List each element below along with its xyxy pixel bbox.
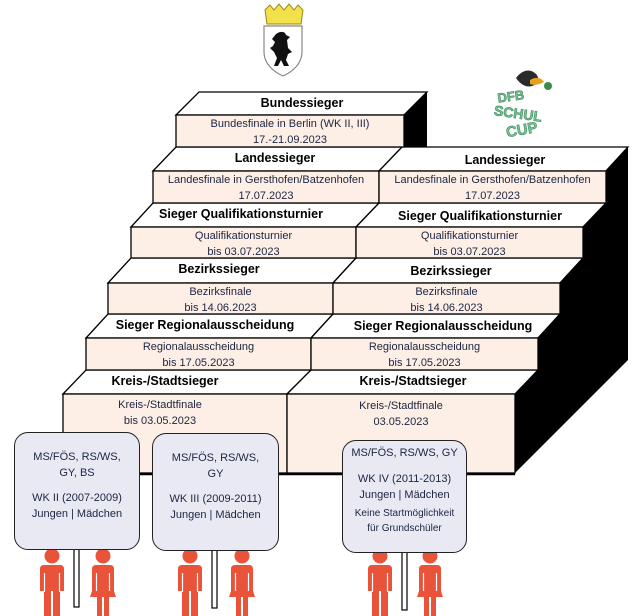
- step-text: Regionalausscheidung bis 17.05.2023: [311, 338, 538, 371]
- step-text: Regionalausscheidung bis 17.05.2023: [86, 338, 311, 371]
- sign-note: für Grundschüler: [367, 523, 442, 534]
- step-title: Sieger Regionalausscheidung: [115, 318, 295, 332]
- berlin-coat-of-arms-logo: [263, 3, 304, 77]
- step-line-1: Kreis-/Stadtfinale: [359, 400, 443, 412]
- step-text: Kreis-/Stadtfinale bis 03.05.2023: [48, 396, 272, 429]
- step-line-1: Landesfinale in Gersthofen/Batzenhofen: [394, 174, 591, 186]
- sign-schools: MS/FÖS, RS/WS,: [171, 452, 260, 464]
- boy-icon: [368, 548, 392, 616]
- step-title: Kreis-/Stadtsieger: [111, 374, 219, 388]
- step-line-2: bis 14.06.2023: [184, 302, 257, 314]
- sign-class: WK III (2009-2011): [169, 493, 262, 505]
- right-staircase-side: [515, 147, 628, 473]
- step-line-1: Qualifikationsturnier: [420, 230, 519, 242]
- step-line-1: Landesfinale in Gersthofen/Batzenhofen: [167, 174, 365, 186]
- sign-schools: MS/FÖS, RS/WS, GY: [351, 447, 458, 459]
- step-text: Qualifikationsturnier bis 03.07.2023: [356, 227, 583, 260]
- step-title: Kreis-/Stadtsieger: [359, 374, 467, 388]
- sign-schools: GY, BS: [59, 467, 95, 479]
- step-line-1: Regionalausscheidung: [142, 341, 255, 353]
- step-line-2: bis 03.05.2023: [123, 415, 197, 427]
- step-line-2: 17.-21.09.2023: [252, 134, 327, 146]
- step-title: Sieger Qualifikationsturnier: [398, 209, 562, 223]
- girl-icon: [417, 548, 443, 616]
- step-text: Bundesfinale in Berlin (WK II, III) 17.-2…: [176, 115, 404, 148]
- step-text: Bezirksfinale bis 14.06.2023: [333, 283, 560, 316]
- step-line-2: 17.07.2023: [238, 190, 294, 202]
- svg-text:DFB: DFB: [497, 87, 526, 106]
- step-line-1: Bezirksfinale: [415, 286, 478, 298]
- step-title: Landessieger: [464, 153, 546, 167]
- step-line-2: 17.07.2023: [464, 190, 521, 202]
- sign-wk-iv: MS/FÖS, RS/WS, GY WK IV (2011-2013) Jung…: [342, 440, 467, 553]
- step-line-2: bis 17.05.2023: [388, 357, 461, 369]
- step-line-1: Kreis-/Stadtfinale: [118, 399, 202, 411]
- sign-schools: GY: [207, 468, 224, 480]
- sign-class: WK II (2007-2009): [32, 492, 122, 504]
- step-text: Qualifikationsturnier bis 03.07.2023: [131, 227, 356, 260]
- boy-icon: [40, 548, 64, 616]
- step-text: Kreis-/Stadtfinale 03.05.2023: [287, 397, 515, 430]
- sign-note: Keine Startmöglichkeit: [354, 508, 455, 519]
- step-title: Bezirkssieger: [410, 264, 492, 278]
- sign-wk-ii: MS/FÖS, RS/WS, GY, BS WK II (2007-2009) …: [14, 432, 140, 550]
- girl-icon: [90, 548, 116, 616]
- step-line-2: bis 03.07.2023: [433, 246, 506, 258]
- sign-class: WK IV (2011-2013): [357, 473, 452, 485]
- step-line-1: Regionalausscheidung: [368, 341, 481, 353]
- sign-gender: Jungen | Mädchen: [170, 509, 261, 521]
- step-title: Landessieger: [234, 151, 316, 165]
- step-line-2: bis 17.05.2023: [162, 357, 235, 369]
- sign-gender: Jungen | Mädchen: [359, 489, 450, 501]
- step-line-2: bis 03.07.2023: [207, 246, 280, 258]
- sign-wk-iii: MS/FÖS, RS/WS, GY WK III (2009-2011) Jun…: [152, 433, 279, 551]
- svg-text:CUP: CUP: [505, 119, 539, 141]
- bundes-step-side: [404, 92, 427, 147]
- step-title: Sieger Regionalausscheidung: [353, 319, 533, 333]
- step-line-1: Qualifikationsturnier: [194, 230, 293, 242]
- step-title: Bundessieger: [260, 96, 344, 110]
- svg-text:SCHUL: SCHUL: [493, 102, 543, 125]
- step-line-1: Bezirksfinale: [189, 286, 252, 298]
- sign-schools: MS/FÖS, RS/WS,: [33, 451, 121, 463]
- step-line-2: bis 14.06.2023: [410, 302, 483, 314]
- step-text: Landesfinale in Gersthofen/Batzenhofen 17…: [153, 171, 379, 204]
- girl-icon: [229, 548, 255, 616]
- sign-gender: Jungen | Mädchen: [31, 508, 123, 520]
- step-text: Landesfinale in Gersthofen/Batzenhofen 17…: [379, 171, 606, 204]
- step-line-2: 03.05.2023: [373, 416, 429, 428]
- step-title: Bezirkssieger: [178, 262, 260, 276]
- boy-icon: [178, 548, 202, 616]
- step-text: Bezirksfinale bis 14.06.2023: [108, 283, 333, 316]
- step-line-1: Bundesfinale in Berlin (WK II, III): [210, 118, 370, 130]
- dfb-schulcup-logo: DFB SCHUL CUP: [493, 70, 552, 142]
- step-title: Sieger Qualifikationsturnier: [159, 207, 323, 221]
